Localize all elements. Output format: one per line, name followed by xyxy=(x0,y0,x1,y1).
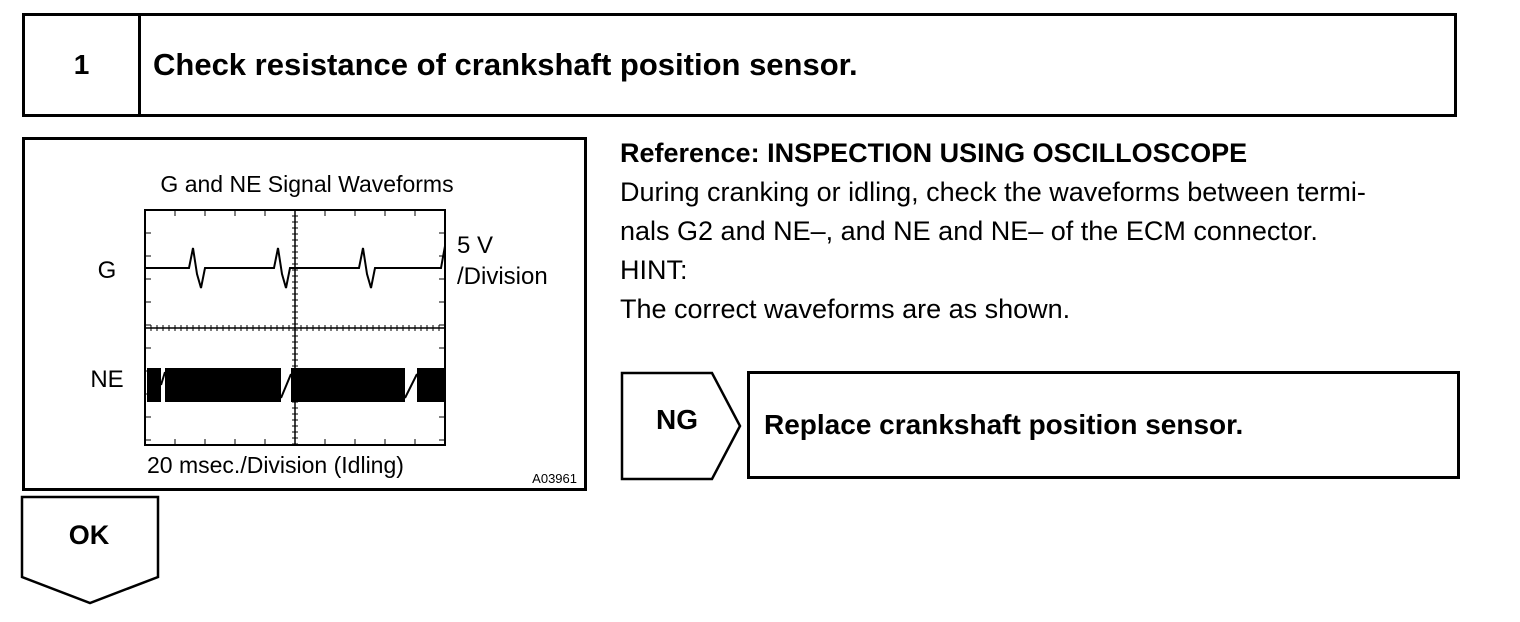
voltage-scale: 5 V xyxy=(457,232,493,259)
ng-action-text: Replace crankshaft position sensor. xyxy=(764,409,1244,440)
reference-line: The correct waveforms are as shown. xyxy=(620,294,1071,324)
ng-action-box: Replace crankshaft position sensor. xyxy=(747,371,1460,479)
ne-pulse-band xyxy=(417,368,445,402)
ne-pulse-band xyxy=(165,368,281,402)
scope-grid xyxy=(144,209,446,445)
hint-label: HINT: xyxy=(620,255,688,285)
step-title: Check resistance of crankshaft position … xyxy=(153,47,858,82)
reference-section: Reference: INSPECTION USING OSCILLOSCOPE… xyxy=(620,134,1500,329)
ne-channel-label: NE xyxy=(90,366,123,393)
step-number: 1 xyxy=(25,16,141,114)
ne-pulse-band xyxy=(291,368,405,402)
oscilloscope-figure: G and NE Signal Waveforms G NE 5 V /Divi… xyxy=(22,137,587,491)
figure-code: A03961 xyxy=(532,471,577,486)
reference-line: During cranking or idling, check the wav… xyxy=(620,177,1366,207)
time-scale: 20 msec./Division (Idling) xyxy=(147,452,404,478)
voltage-scale-unit: /Division xyxy=(457,263,548,290)
figure-title: G and NE Signal Waveforms xyxy=(160,171,453,197)
ok-label: OK xyxy=(68,520,110,550)
g-channel-label: G xyxy=(98,257,117,284)
ok-arrow-shape xyxy=(20,495,160,605)
g-waveform xyxy=(145,245,446,289)
oscilloscope-svg: G and NE Signal Waveforms G NE 5 V /Divi… xyxy=(90,171,577,486)
ng-label: NG xyxy=(656,404,698,435)
reference-title: Reference: INSPECTION USING OSCILLOSCOPE xyxy=(620,138,1248,168)
ne-transition xyxy=(160,371,418,399)
ng-arrow-shape xyxy=(620,371,742,481)
ne-waveform xyxy=(147,368,445,402)
reference-line: nals G2 and NE–, and NE and NE– of the E… xyxy=(620,216,1318,246)
step-header: 1 Check resistance of crankshaft positio… xyxy=(22,13,1457,117)
ne-pulse-band xyxy=(147,368,161,402)
